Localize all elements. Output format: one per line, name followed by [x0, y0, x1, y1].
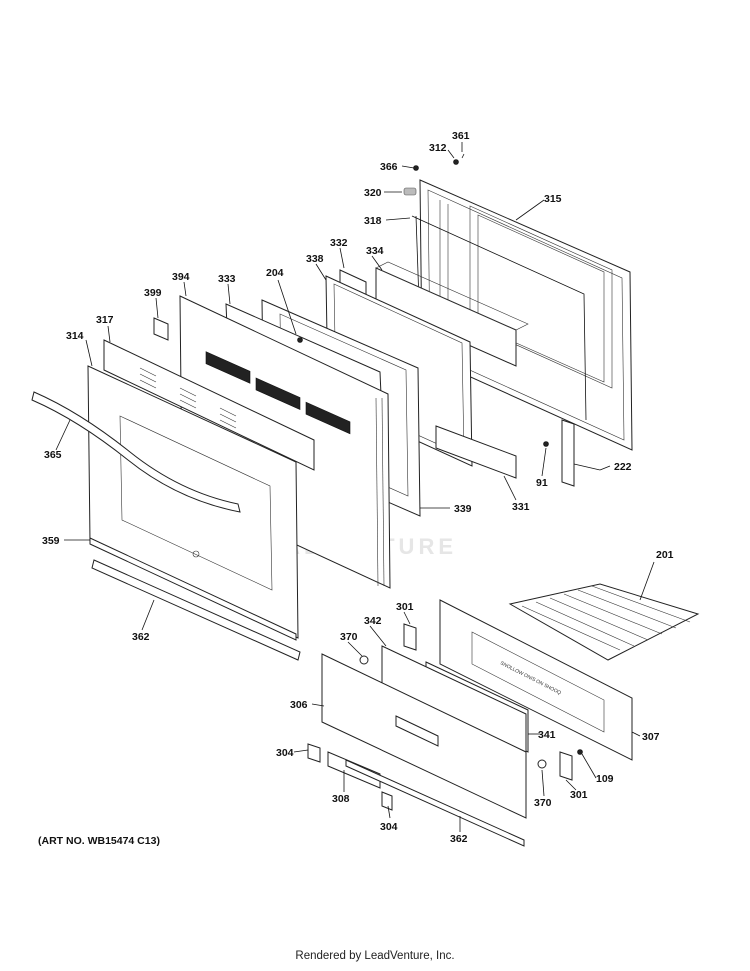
- label-201: 201: [656, 549, 674, 561]
- label-312: 312: [429, 142, 447, 154]
- label-204: 204: [266, 267, 284, 279]
- footer-credit: Rendered by LeadVenture, Inc.: [295, 950, 455, 962]
- part-201-rack: [508, 583, 700, 661]
- label-333: 333: [218, 273, 236, 285]
- label-362-upper: 362: [132, 631, 150, 643]
- label-317: 317: [96, 314, 114, 326]
- label-320: 320: [364, 187, 382, 199]
- art-number: (ART NO. WB15474 C13): [38, 835, 160, 847]
- label-304-lower: 304: [380, 821, 398, 833]
- part-222-hinge: [543, 419, 601, 487]
- part-399-bracket: [153, 317, 169, 341]
- label-399: 399: [144, 287, 162, 299]
- label-307: 307: [642, 731, 660, 743]
- label-366: 366: [380, 161, 398, 173]
- label-314: 314: [66, 330, 84, 342]
- label-318: 318: [364, 215, 382, 227]
- part-301-clips: [403, 623, 573, 781]
- label-306: 306: [290, 699, 308, 711]
- part-359-trim: [89, 537, 297, 641]
- part-362-trim-lower: [345, 759, 525, 847]
- label-365: 365: [44, 449, 62, 461]
- part-334-insulation: [375, 261, 529, 367]
- leader-lines: [55, 142, 655, 832]
- label-370-upper: 370: [340, 631, 358, 643]
- label-109: 109: [596, 773, 614, 785]
- label-315: 315: [544, 193, 562, 205]
- label-301-upper: 301: [396, 601, 414, 613]
- label-338: 338: [306, 253, 324, 265]
- screws-top: [403, 153, 465, 196]
- label-334: 334: [366, 245, 384, 257]
- label-222: 222: [614, 461, 632, 473]
- label-361: 361: [452, 130, 470, 142]
- part-362-trim-upper: [91, 559, 301, 661]
- label-370-lower: 370: [534, 797, 552, 809]
- label-359: 359: [42, 535, 60, 547]
- part-365-handle: [31, 391, 241, 513]
- label-331: 331: [512, 501, 530, 513]
- small-hardware: [307, 655, 583, 811]
- part-labels: 361 312 366 320 315 318 332 334 204 338 …: [42, 130, 674, 845]
- label-304-upper: 304: [276, 747, 294, 759]
- part-307-drawer-back: SNOLLOW ONIS ON SHOOQ: [439, 599, 633, 761]
- part-306-drawer-front: [321, 653, 527, 819]
- label-91: 91: [536, 477, 548, 489]
- part-331-insulation: [435, 425, 517, 479]
- label-362-lower: 362: [450, 833, 468, 845]
- label-341: 341: [538, 729, 556, 741]
- part-317-vent-panel: [103, 339, 315, 471]
- label-339: 339: [454, 503, 472, 515]
- label-342: 342: [364, 615, 382, 627]
- label-332: 332: [330, 237, 348, 249]
- label-301-lower: 301: [570, 789, 588, 801]
- label-308: 308: [332, 793, 350, 805]
- label-394: 394: [172, 271, 190, 283]
- part-314-outer-door: [87, 365, 299, 639]
